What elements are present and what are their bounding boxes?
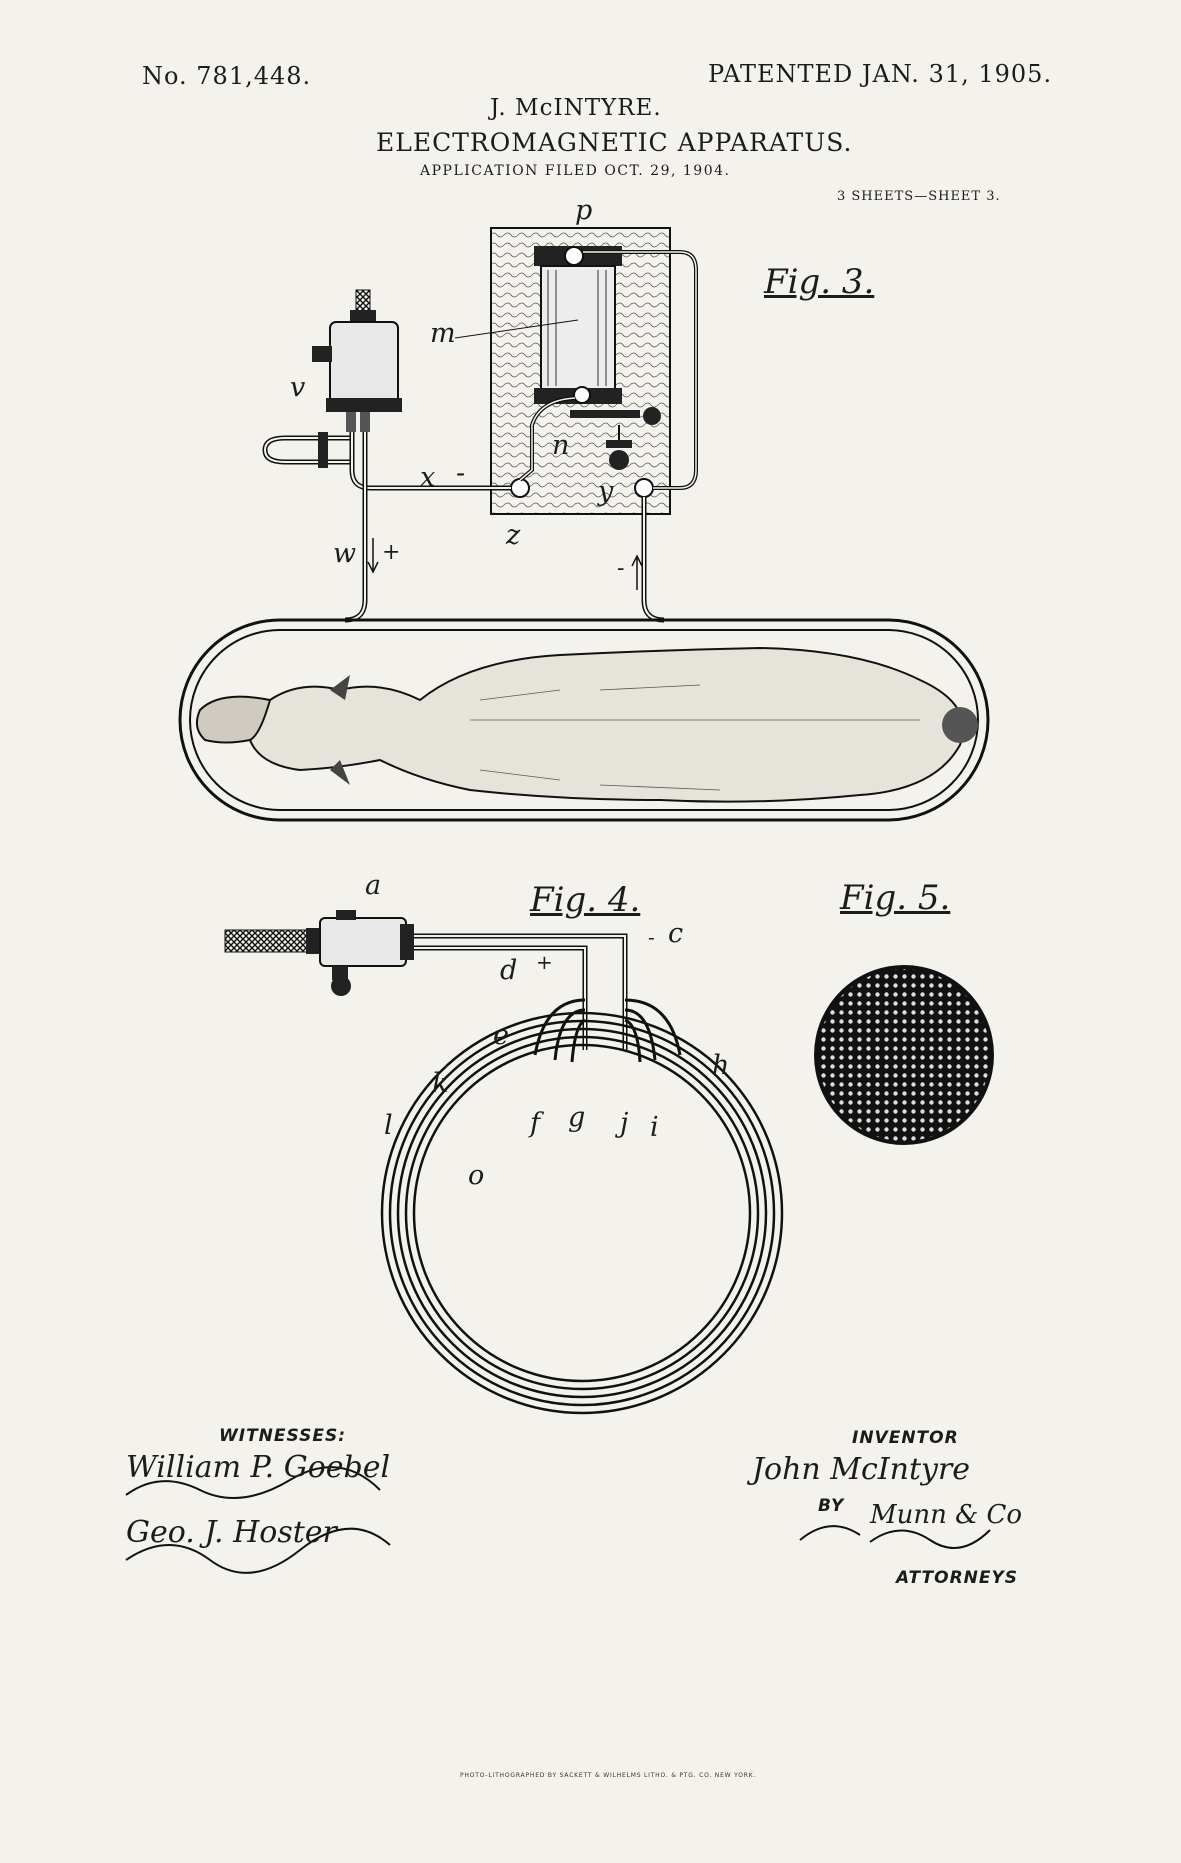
part-label-f: f — [530, 1108, 540, 1139]
patent-date: PATENTED JAN. 31, 1905. — [708, 60, 1053, 88]
part-label-d: d — [500, 955, 518, 986]
witness-signature-1: William P. Goebel — [126, 1450, 391, 1485]
part-label-o: o — [468, 1160, 485, 1191]
inventor-label: INVENTOR — [852, 1428, 959, 1448]
sign-w: + — [382, 540, 401, 565]
sign-lead: - — [617, 556, 625, 581]
cable-a — [224, 929, 311, 953]
fig4-drawing — [224, 910, 784, 1415]
fig3-label: Fig. 3. — [764, 262, 875, 302]
socket-v — [312, 289, 402, 432]
part-label-p: p — [575, 195, 593, 226]
part-label-m: m — [430, 318, 456, 349]
current-arrows — [367, 538, 643, 590]
wire-loop — [262, 435, 350, 465]
part-label-z: z — [506, 520, 521, 551]
attorney-signature: Munn & Co — [870, 1500, 1023, 1530]
sign-c: - — [648, 925, 655, 949]
sheet-info: 3 SHEETS—SHEET 3. — [837, 189, 1001, 204]
sign-d: + — [536, 950, 553, 974]
part-label-h: h — [712, 1050, 730, 1081]
terminal-y — [634, 478, 654, 498]
part-label-k: k — [432, 1068, 449, 1099]
socket-a — [319, 917, 407, 967]
part-label-c: c — [668, 918, 684, 949]
horse-enclosure — [178, 618, 990, 822]
fig5-label: Fig. 5. — [840, 878, 951, 918]
by-label: BY — [818, 1496, 845, 1516]
sign-x: - — [456, 458, 466, 489]
witnesses-label: WITNESSES: — [219, 1426, 347, 1446]
patent-title: ELECTROMAGNETIC APPARATUS. — [376, 128, 853, 157]
inventor-signature: John McIntyre — [752, 1452, 971, 1487]
fig3-drawing — [454, 227, 698, 515]
fig4-label: Fig. 4. — [530, 880, 641, 920]
attorneys-label: ATTORNEYS — [896, 1568, 1019, 1588]
witness-signature-2: Geo. J. Hoster — [126, 1515, 337, 1550]
coil-leads — [533, 998, 682, 1063]
signature-strokes — [125, 1466, 991, 1574]
part-label-x: x — [420, 462, 436, 493]
part-label-n: n — [552, 430, 570, 461]
horse-body — [195, 646, 978, 803]
part-label-j: j — [620, 1108, 629, 1139]
part-label-l: l — [384, 1110, 393, 1141]
part-label-e: e — [493, 1020, 509, 1051]
part-label-a: a — [365, 870, 382, 901]
armature — [570, 407, 661, 470]
lithographer-credit: PHOTO-LITHOGRAPHED BY SACKETT & WILHELMS… — [460, 1772, 757, 1779]
patent-number: No. 781,448. — [142, 62, 312, 90]
application-filed: APPLICATION FILED OCT. 29, 1904. — [420, 163, 731, 179]
inventor-name: J. McINTYRE. — [490, 95, 662, 121]
coil-rings — [380, 1011, 784, 1415]
part-label-w: w — [333, 538, 357, 569]
part-label-g: g — [568, 1102, 586, 1133]
fig5-cross-section — [814, 965, 994, 1145]
part-label-v: v — [290, 372, 306, 403]
part-label-y: y — [598, 476, 614, 507]
part-label-i: i — [650, 1112, 659, 1143]
terminal-z — [510, 478, 530, 498]
